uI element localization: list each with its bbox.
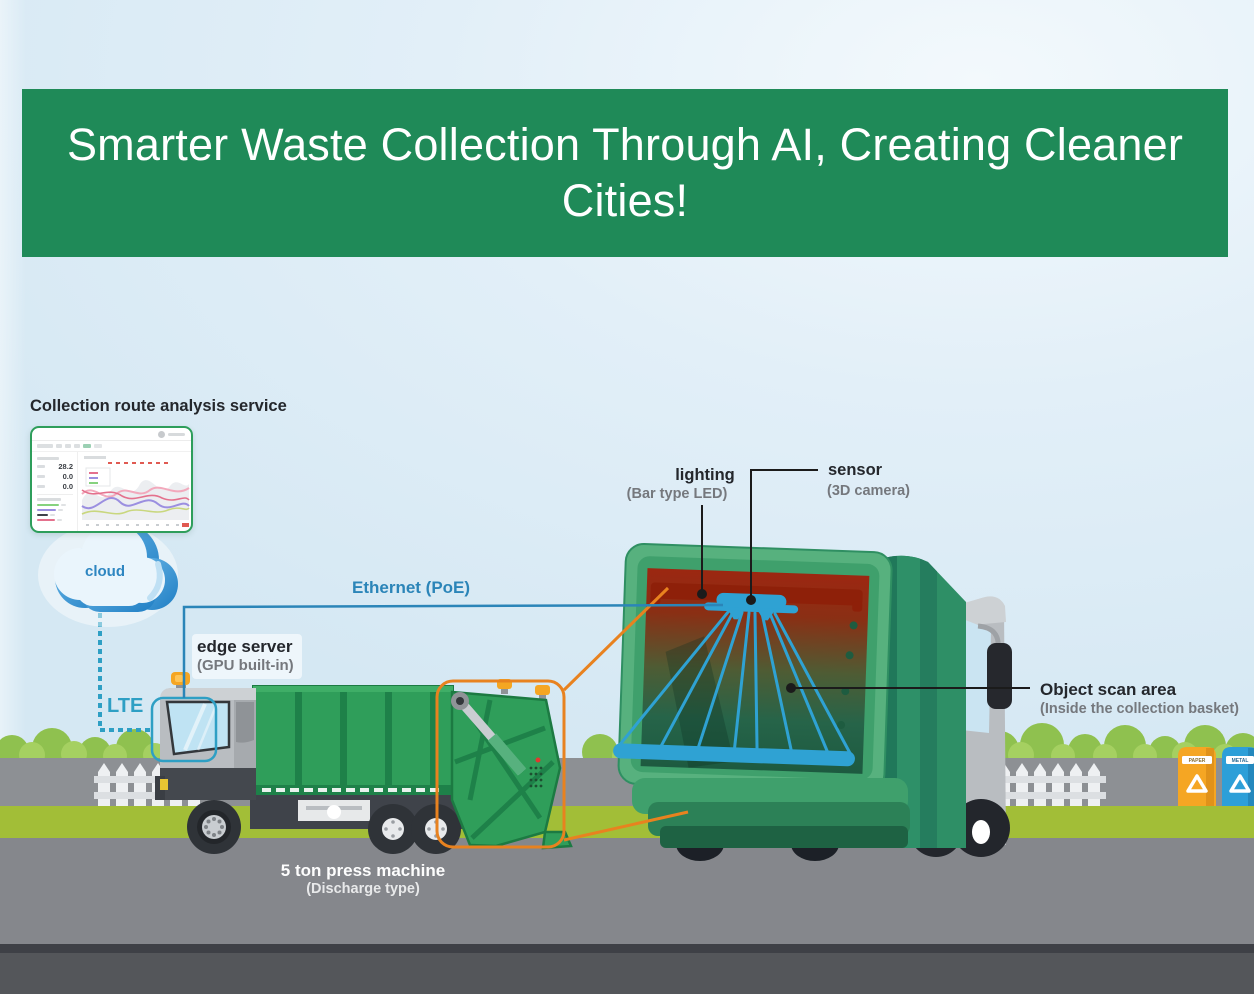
scan-base-bar <box>613 743 855 767</box>
metal-bin: METAL <box>1222 747 1254 814</box>
press-machine-subtitle: (Discharge type) <box>306 881 420 897</box>
user-name-placeholder <box>168 433 185 436</box>
metric-value: 0.0 <box>62 472 73 481</box>
banner-title: Smarter Waste Collection Through AI, Cre… <box>66 119 1184 226</box>
edge-server-title: edge server <box>197 637 293 656</box>
paper-bin-label: PAPER <box>1189 758 1206 764</box>
user-avatar <box>158 431 165 438</box>
curb-line <box>0 944 1254 953</box>
paper-bin: PAPER <box>1178 747 1216 814</box>
lighting-subtitle: (Bar type LED) <box>626 486 728 502</box>
dashboard-header <box>32 428 191 441</box>
title-banner: Smarter Waste Collection Through AI, Cre… <box>22 89 1228 257</box>
ethernet-label: Ethernet (PoE) <box>352 578 471 597</box>
callout-lines <box>697 469 1030 693</box>
analysis-service-title: Collection route analysis service <box>30 397 287 415</box>
small-truck <box>155 672 573 854</box>
object-scan-subtitle: (Inside the collection basket) <box>1040 701 1240 717</box>
road <box>0 838 1254 944</box>
dashboard-toolbar <box>32 441 191 452</box>
lighting-title: lighting <box>675 466 735 484</box>
sensor-subtitle: (3D camera) <box>827 483 911 499</box>
lower-road <box>0 953 1254 994</box>
cloud-label: cloud <box>85 563 125 580</box>
lte-label: LTE <box>107 695 144 717</box>
big-truck <box>613 543 1012 861</box>
edge-server-callout: edge server (GPU built-in) <box>192 634 302 679</box>
analysis-dashboard-card: 28.2 0.0 0.0 <box>30 426 193 533</box>
dashboard-sidebar: 28.2 0.0 0.0 <box>32 452 78 531</box>
metric-value: 28.2 <box>58 462 73 471</box>
metal-bin-label: METAL <box>1232 758 1249 764</box>
scan-rays <box>617 610 852 758</box>
route-chart <box>78 452 191 531</box>
press-machine <box>450 679 573 850</box>
edge-server-subtitle: (GPU built-in) <box>197 657 294 674</box>
cloud-icon <box>38 523 178 627</box>
lte-link-line <box>98 604 153 732</box>
collection-basket <box>613 543 893 793</box>
press-machine-title: 5 ton press machine <box>280 861 446 880</box>
object-scan-title: Object scan area <box>1040 680 1177 699</box>
sensor-title: sensor <box>828 461 883 479</box>
metric-value: 0.0 <box>62 482 73 491</box>
ethernet-line <box>182 603 724 698</box>
